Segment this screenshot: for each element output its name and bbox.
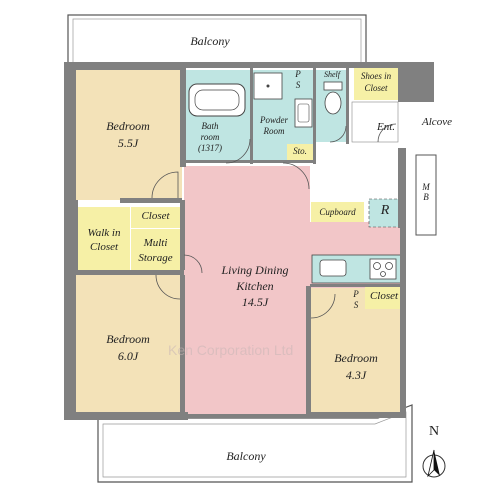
toilet-tank [323,81,343,91]
ldk-size: 14.5J [241,295,269,309]
closet-se-label: Closet [369,290,399,302]
ps-top-label-1: P [295,69,301,79]
bedroom-se-label: Bedroom [334,351,378,365]
ps-top-label-2: S [295,80,301,90]
refrigerator-space [368,198,402,228]
toilet-bowl [324,91,342,115]
powder-label-1: Powder [260,115,288,125]
entrance-label: Ent. [376,121,396,133]
cupboard [311,202,364,222]
multi-storage [131,229,180,270]
alcove-label: Alcove [422,116,452,128]
bedroom-sw-label: Bedroom [106,332,150,346]
closet-mid [131,207,180,228]
bedroom-sw-size: 6.0J [117,349,139,363]
ps-se-label-2: S [353,300,359,310]
bedroom-nw-label: Bedroom [106,119,150,133]
watermark: Ken Corporation Ltd [168,342,294,358]
walkin-closet [78,207,130,270]
balcony-top-label: Balcony [190,34,230,48]
bath-label-2: room [200,132,220,142]
bathtub [188,83,246,117]
ldk-label-1: Living Dining [221,263,289,277]
storage-sto [287,144,313,163]
compass-label: N [428,424,440,439]
powder-label-2: Room [263,126,285,136]
shoes-label-1: Shoes in [360,71,392,81]
ps-se-label-1: P [353,289,359,299]
balcony-top [67,14,367,66]
shelf-label: Shelf [324,70,340,79]
bedroom-se-size: 4.3J [345,368,367,382]
ldk-label-2: Kitchen [236,279,274,293]
bedroom-nw [76,70,182,200]
bath-label-3: (1317) [198,143,222,153]
sto-label: Sto. [293,146,307,156]
bedroom-se [310,288,404,415]
bedroom-nw-size: 5.5J [117,136,139,150]
multi-label-1: Multi [143,237,168,249]
sink [294,98,313,128]
bath-label-1: Bath [201,121,219,131]
closet-mid-label: Closet [141,210,170,222]
walkin-label-1: Walk in [87,227,121,239]
shoes-closet [354,68,398,100]
closet-se [365,287,403,309]
bedroom-sw [76,275,184,415]
compass [422,449,446,478]
meter-box [415,154,437,236]
living-dining-kitchen [184,166,403,415]
shoes-label-2: Closet [364,83,388,93]
entrance [351,101,399,143]
mb-label-2: B [423,192,429,202]
multi-label-2: Storage [138,252,173,264]
walls [64,62,434,420]
cupboard-label: Cupboard [319,207,356,217]
balcony-bottom-label: Balcony [226,449,266,463]
walkin-label-2: Closet [89,241,119,253]
refrigerator-label: R [380,203,390,218]
mb-label-1: M [422,182,430,192]
